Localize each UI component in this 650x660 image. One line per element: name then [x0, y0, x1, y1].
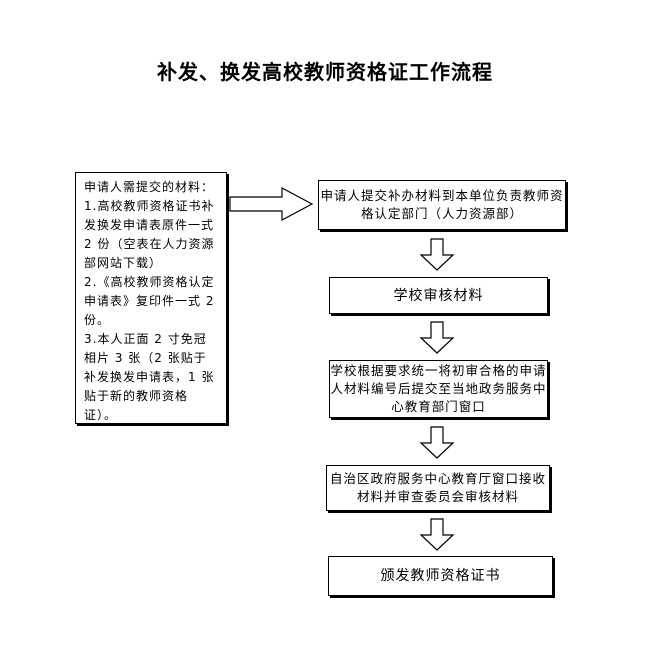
materials-item-1: 1.高校教师资格证书补发换发申请表原件一式 2 份（空表在人力资源部网站下载）: [84, 199, 215, 270]
step-submit-materials: 申请人提交补办材料到本单位负责教师资格认定部门（人力资源部）: [318, 180, 566, 230]
arrow-down-icon-4: [419, 518, 455, 551]
step-region-review: 自治区政府服务中心教育厅窗口接收材料并审查委员会审核材料: [326, 465, 550, 511]
step-issue-certificate: 颁发教师资格证书: [328, 556, 553, 596]
materials-heading: 申请人需提交的材料：: [84, 180, 215, 194]
materials-item-3: 3.本人正面 2 寸免冠相片 3 张（2 张贴于补发换发申请表，1 张贴于新的教…: [84, 332, 215, 422]
page-title: 补发、换发高校教师资格证工作流程: [157, 60, 493, 84]
arrow-down-icon-3: [419, 426, 455, 459]
materials-item-2: 2.《高校教师资格认定申请表》复印件一式 2 份。: [84, 275, 215, 327]
step-school-review: 学校审核材料: [329, 277, 548, 314]
step-school-submit: 学校根据要求统一将初审合格的申请人材料编号后提交至当地政务服务中心教育部门窗口: [329, 360, 548, 418]
arrow-down-icon-2: [419, 321, 455, 354]
arrow-right-icon: [229, 187, 314, 221]
arrow-down-icon-1: [419, 238, 455, 271]
materials-box: 申请人需提交的材料： 1.高校教师资格证书补发换发申请表原件一式 2 份（空表在…: [75, 172, 227, 424]
